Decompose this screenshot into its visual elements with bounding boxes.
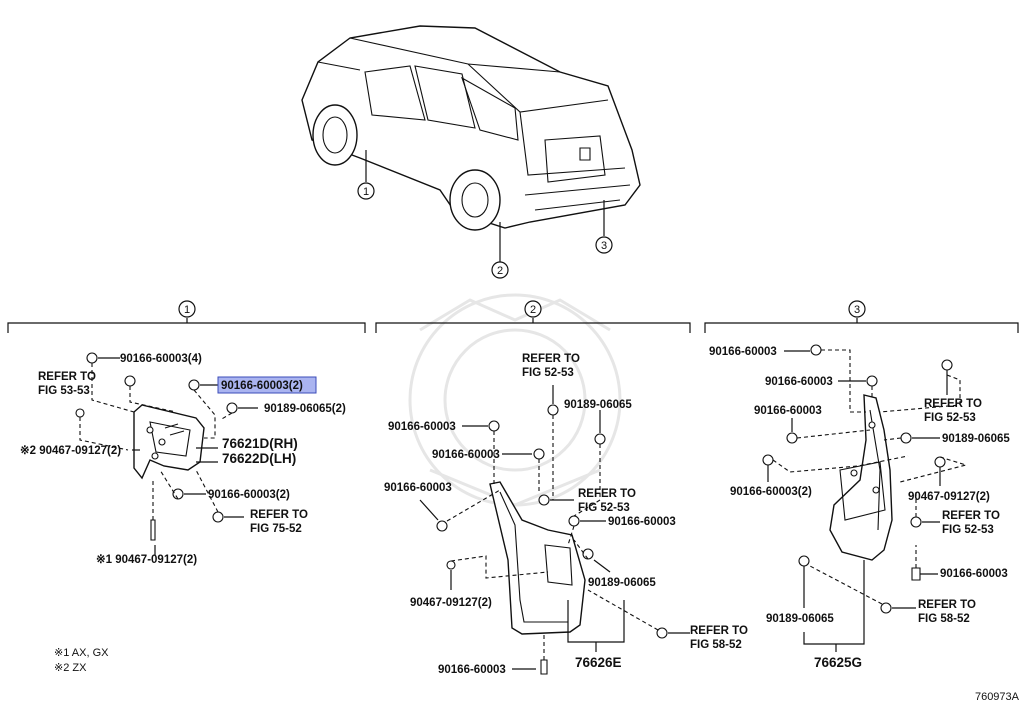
- refer-fig-52-53[interactable]: FIG 52-53: [924, 412, 976, 424]
- vehicle-callout-3[interactable]: 3: [595, 236, 613, 254]
- refer-fig-58-52[interactable]: FIG 58-52: [918, 613, 970, 625]
- label-90166-60003[interactable]: 90166-60003: [438, 664, 506, 676]
- svg-text:2: 2: [497, 265, 503, 277]
- label-90166-60003[interactable]: 90166-60003: [608, 516, 676, 528]
- section-1-drawing: [75, 352, 258, 555]
- footnote-1: ※1 AX, GX: [54, 647, 109, 659]
- section-number-2[interactable]: 2: [524, 300, 542, 318]
- svg-text:2: 2: [530, 304, 536, 316]
- label-90189-06065-2[interactable]: 90189-06065(2): [264, 403, 346, 415]
- label-90189-06065[interactable]: 90189-06065: [766, 613, 834, 625]
- label-76625g[interactable]: 76625G: [814, 655, 862, 670]
- refer-to-label[interactable]: REFER TO: [250, 509, 308, 521]
- label-90166-60003-2[interactable]: 90166-60003(2): [730, 486, 812, 498]
- figure-id: 760973A: [975, 691, 1020, 703]
- label-90467-09127-2[interactable]: 90467-09127(2): [908, 491, 990, 503]
- label-90166-60003[interactable]: 90166-60003: [754, 405, 822, 417]
- refer-to-label[interactable]: REFER TO: [942, 510, 1000, 522]
- section-2-drawing: [419, 385, 690, 675]
- section-bracket-2: [375, 318, 691, 333]
- label-90166-60003[interactable]: 90166-60003: [432, 449, 500, 461]
- footnotes: ※1 AX, GX ※2 ZX: [54, 647, 109, 674]
- refer-to-label[interactable]: REFER TO: [924, 398, 982, 410]
- refer-to-label[interactable]: REFER TO: [38, 371, 96, 383]
- section-3-labels: 90166-60003 90166-60003 REFER TO FIG 52-…: [709, 346, 1010, 670]
- refer-fig-58-52[interactable]: FIG 58-52: [690, 639, 742, 651]
- refer-fig-75-52[interactable]: FIG 75-52: [250, 523, 302, 535]
- label-90166-60003[interactable]: 90166-60003: [709, 346, 777, 358]
- section-2-labels: REFER TO FIG 52-53 90189-06065 90166-600…: [384, 353, 748, 676]
- label-90166-60003[interactable]: 90166-60003: [384, 482, 452, 494]
- label-76621d-rh[interactable]: 76621D(RH): [222, 436, 298, 451]
- label-76622d-lh[interactable]: 76622D(LH): [222, 451, 296, 466]
- refer-fig-52-53[interactable]: FIG 52-53: [578, 502, 630, 514]
- section-number-1[interactable]: 1: [178, 300, 196, 318]
- refer-to-label[interactable]: REFER TO: [522, 353, 580, 365]
- label-90166-60003-2-highlighted[interactable]: 90166-60003(2): [221, 380, 303, 392]
- svg-text:3: 3: [854, 304, 860, 316]
- label-90166-60003-4[interactable]: 90166-60003(4): [120, 353, 202, 365]
- label-90467-09127-x1[interactable]: ※1 90467-09127(2): [96, 553, 197, 566]
- refer-fig-52-53[interactable]: FIG 52-53: [522, 367, 574, 379]
- refer-to-label[interactable]: REFER TO: [690, 625, 748, 637]
- section-bracket-3: [704, 318, 1019, 333]
- watermark: [408, 293, 622, 507]
- label-90467-09127-x2[interactable]: ※2 90467-09127(2): [20, 444, 121, 457]
- refer-to-label[interactable]: REFER TO: [918, 599, 976, 611]
- vehicle-illustration: [301, 25, 641, 262]
- svg-text:1: 1: [184, 304, 190, 316]
- vehicle-callout-2[interactable]: 2: [491, 261, 509, 279]
- label-90467-09127-2[interactable]: 90467-09127(2): [410, 597, 492, 609]
- label-90166-60003-2b[interactable]: 90166-60003(2): [208, 489, 290, 501]
- refer-fig-52-53[interactable]: FIG 52-53: [942, 524, 994, 536]
- label-90166-60003[interactable]: 90166-60003: [765, 376, 833, 388]
- section-1-labels: 90166-60003(4) REFER TO FIG 53-53 90166-…: [20, 353, 346, 566]
- label-90166-60003[interactable]: 90166-60003: [388, 421, 456, 433]
- label-90189-06065[interactable]: 90189-06065: [564, 399, 632, 411]
- highlight-box: [217, 376, 317, 394]
- label-90189-06065[interactable]: 90189-06065: [942, 433, 1010, 445]
- section-number-3[interactable]: 3: [848, 300, 866, 318]
- refer-fig-53-53[interactable]: FIG 53-53: [38, 385, 90, 397]
- label-90189-06065[interactable]: 90189-06065: [588, 577, 656, 589]
- section-3-drawing: [762, 344, 969, 652]
- section-bracket-1: [7, 318, 366, 333]
- refer-to-label[interactable]: REFER TO: [578, 488, 636, 500]
- svg-text:3: 3: [601, 240, 607, 252]
- svg-text:1: 1: [363, 186, 369, 198]
- label-76626e[interactable]: 76626E: [575, 655, 622, 670]
- footnote-2: ※2 ZX: [54, 662, 87, 674]
- vehicle-callout-1[interactable]: 1: [357, 182, 375, 200]
- label-90166-60003[interactable]: 90166-60003: [940, 568, 1008, 580]
